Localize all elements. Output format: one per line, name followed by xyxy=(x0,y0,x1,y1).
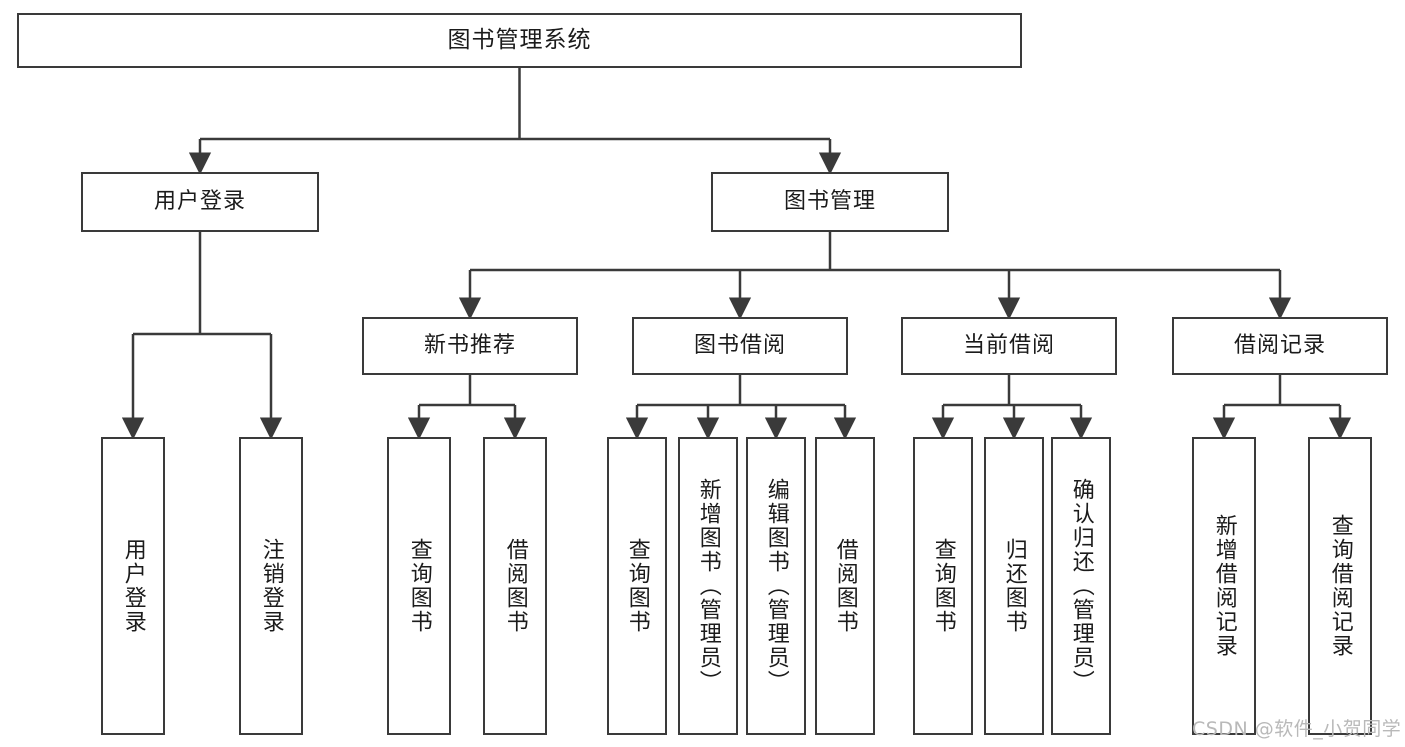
node-leaf-edit-book[interactable]: 编辑图书（管理员） xyxy=(746,437,806,735)
node-leaf-query-1[interactable]: 查询图书 xyxy=(387,437,451,735)
node-leaf-logout[interactable]: 注销登录 xyxy=(239,437,303,735)
node-root[interactable]: 图书管理系统 xyxy=(17,13,1022,68)
node-leaf-add-book[interactable]: 新增图书（管理员） xyxy=(678,437,738,735)
node-leaf-query-3[interactable]: 查询图书 xyxy=(913,437,973,735)
node-current-borrow[interactable]: 当前借阅 xyxy=(901,317,1117,375)
node-label: 图书管理系统 xyxy=(447,26,592,53)
node-borrow-record[interactable]: 借阅记录 xyxy=(1172,317,1388,375)
node-label: 用户登录 xyxy=(153,188,246,214)
node-leaf-confirm[interactable]: 确认归还（管理员） xyxy=(1051,437,1111,735)
node-label: 新增借阅记录 xyxy=(1211,514,1237,658)
node-label: 图书借阅 xyxy=(693,332,786,358)
node-book-manage[interactable]: 图书管理 xyxy=(711,172,949,232)
node-label: 当前借阅 xyxy=(962,332,1055,358)
node-new-book-rec[interactable]: 新书推荐 xyxy=(362,317,578,375)
node-label: 查询图书 xyxy=(930,538,956,634)
node-label: 查询图书 xyxy=(406,538,432,634)
node-label: 借阅图书 xyxy=(502,538,528,634)
node-label: 新书推荐 xyxy=(423,332,516,358)
csdn-watermark: CSDN @软件_小贺同学 xyxy=(1192,718,1402,740)
node-leaf-return[interactable]: 归还图书 xyxy=(984,437,1044,735)
node-leaf-query-2[interactable]: 查询图书 xyxy=(607,437,667,735)
node-label: 借阅图书 xyxy=(832,538,858,634)
node-leaf-add-rec[interactable]: 新增借阅记录 xyxy=(1192,437,1256,735)
node-label: 注销登录 xyxy=(258,538,284,634)
node-label: 编辑图书（管理员） xyxy=(763,478,789,694)
node-leaf-borrow-1[interactable]: 借阅图书 xyxy=(483,437,547,735)
node-leaf-user-login[interactable]: 用户登录 xyxy=(101,437,165,735)
node-label: 查询图书 xyxy=(624,538,650,634)
node-book-borrow[interactable]: 图书借阅 xyxy=(632,317,848,375)
node-user-login[interactable]: 用户登录 xyxy=(81,172,319,232)
node-label: 图书管理 xyxy=(783,188,876,214)
node-label: 用户登录 xyxy=(120,538,146,634)
node-label: 新增图书（管理员） xyxy=(695,478,721,694)
node-label: 借阅记录 xyxy=(1233,332,1326,358)
node-label: 查询借阅记录 xyxy=(1327,514,1353,658)
node-leaf-borrow-2[interactable]: 借阅图书 xyxy=(815,437,875,735)
node-label: 确认归还（管理员） xyxy=(1068,478,1094,694)
node-label: 归还图书 xyxy=(1001,538,1027,634)
node-leaf-query-rec[interactable]: 查询借阅记录 xyxy=(1308,437,1372,735)
